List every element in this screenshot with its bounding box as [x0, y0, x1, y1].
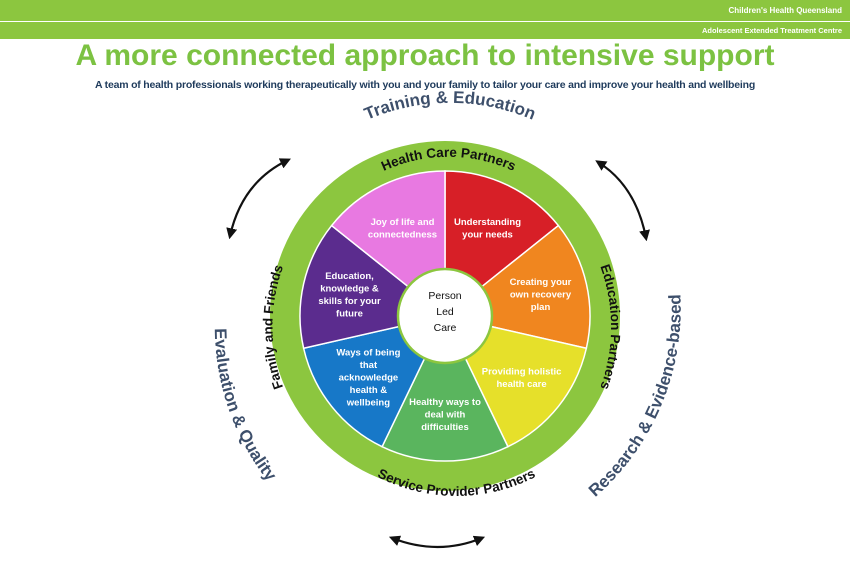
page-title: A more connected approach to intensive s… [75, 39, 775, 72]
header-divider [0, 21, 850, 22]
center-label-line-1: Person [428, 290, 461, 302]
segment-5-label-line-1: Ways of being [336, 348, 400, 359]
segment-1-label-line-1: Understanding [454, 217, 521, 228]
segment-3-label-line-1: Providing holistic [482, 366, 562, 377]
segment-5-label-line-5: wellbeing [346, 398, 390, 409]
segment-4-label-line-3: difficulties [421, 422, 469, 433]
segment-3-label-line-2: health care [497, 379, 547, 390]
organization-name: Children's Health Queensland [728, 6, 842, 15]
segment-2-label-line-2: own recovery [510, 290, 572, 301]
cycle-arrow-top-left [226, 158, 291, 240]
segment-5-label-line-2: that [360, 360, 378, 371]
unit-name: Adolescent Extended Treatment Centre [701, 26, 842, 35]
header-bar: Children's Health Queensland Adolescent … [0, 0, 850, 39]
segment-5-label-line-3: acknowledge [339, 373, 399, 384]
outer-label-top: Training & Education [361, 88, 538, 124]
segment-6-label-line-1: Education, [325, 271, 374, 282]
segment-7-label-line-2: connectedness [368, 230, 437, 241]
segment-5-label-line-4: health & [350, 385, 388, 396]
center-circle [396, 267, 494, 365]
cycle-arrow-bottom [388, 535, 486, 549]
page-subtitle: A team of health professionals working t… [94, 79, 756, 91]
segment-4-label-line-1: Healthy ways to [409, 397, 481, 408]
segment-4-label-line-2: deal with [425, 410, 466, 421]
center-label-line-2: Led [436, 306, 454, 318]
segment-2-label-line-1: Creating your [510, 277, 572, 288]
segment-6-label-line-4: future [336, 308, 363, 319]
cycle-arrow-top-right [595, 160, 650, 242]
segment-2-label-line-3: plan [531, 302, 551, 313]
center-label-line-3: Care [434, 322, 457, 334]
segment-7-label-line-1: Joy of life and [371, 217, 435, 228]
segment-6-label-line-2: knowledge & [320, 283, 379, 294]
segment-1-label-line-2: your needs [462, 230, 513, 241]
segment-6-label-line-3: skills for your [318, 296, 381, 307]
